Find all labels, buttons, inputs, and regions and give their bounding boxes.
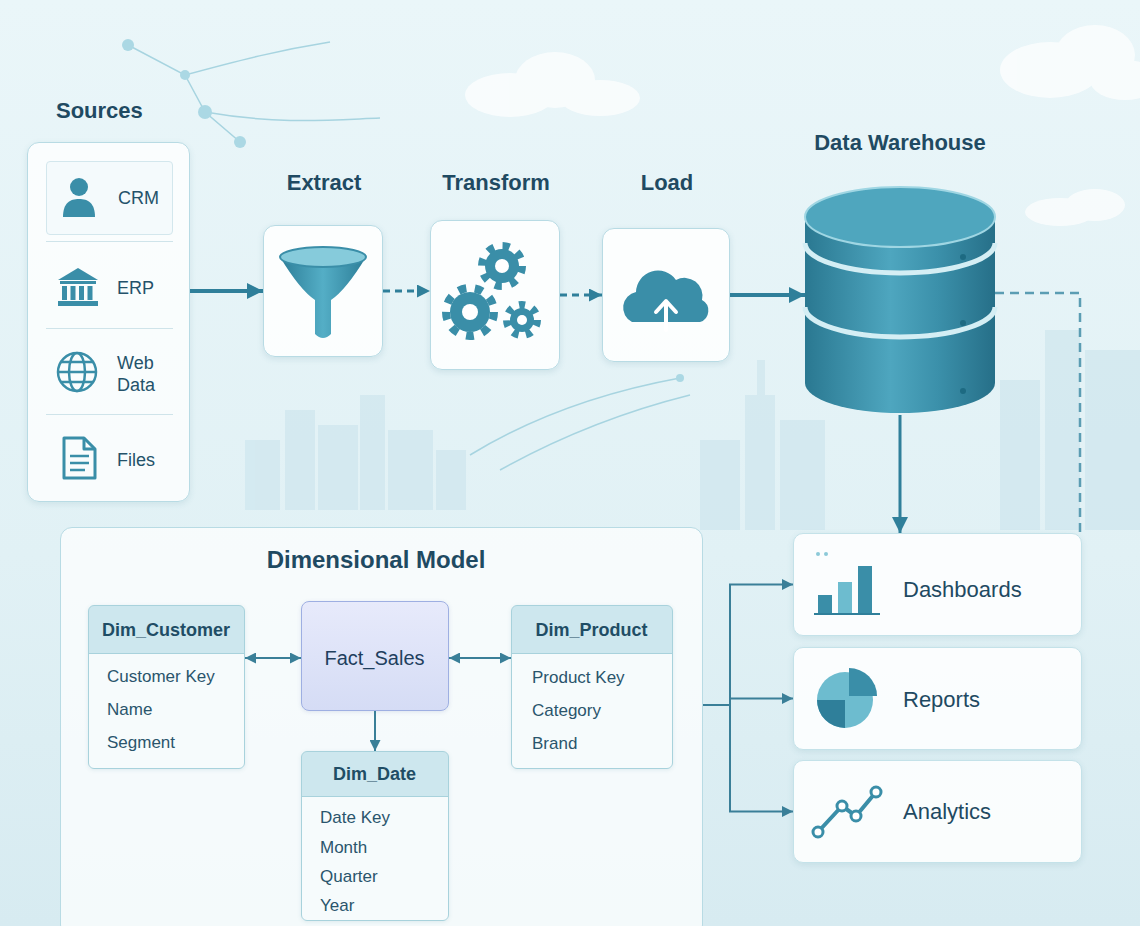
cloud: [1090, 60, 1140, 100]
network-dot: [122, 39, 684, 382]
network-dot: [180, 70, 190, 80]
dimension-table: Dim_DateDate KeyMonthQuarterYear: [301, 751, 449, 921]
network-dot: [198, 105, 212, 119]
skyline: [745, 395, 775, 530]
network-line: [185, 42, 330, 75]
process-box: Extract: [263, 225, 383, 357]
skyline: [436, 450, 466, 510]
flow-arrow: [899, 415, 902, 533]
network-dot: [234, 136, 246, 148]
cloud: [560, 80, 640, 116]
field-label: Segment: [107, 733, 242, 753]
node-label: Load: [577, 170, 757, 196]
node-label: Dashboards: [903, 577, 1078, 603]
node-label: Extract: [234, 170, 414, 196]
node-label: Analytics: [903, 799, 1078, 825]
cylinder-top: [805, 187, 995, 247]
cloud: [1000, 42, 1100, 98]
dashed-connector: [995, 293, 1080, 532]
node-label: Reports: [903, 687, 1078, 713]
dimension-table: Dim_CustomerCustomer KeyNameSegment: [88, 605, 245, 769]
node-label: Sources: [56, 98, 196, 124]
cylinder-dot: [960, 388, 966, 394]
network-line: [470, 378, 680, 455]
field-label: Date Key: [320, 808, 445, 828]
network-line: [128, 45, 240, 142]
model-panel: Dimensional ModelDim_CustomerCustomer Ke…: [60, 527, 703, 926]
cylinder-ring: [805, 307, 995, 337]
skyline: [360, 395, 385, 510]
flow-arrow: [190, 289, 263, 293]
skyline: [700, 440, 740, 530]
node-label: Dimensional Model: [61, 546, 691, 575]
cloud: [515, 52, 595, 108]
cylinder-dot: [960, 254, 966, 260]
process-box: Load: [602, 228, 730, 362]
skyline: [285, 410, 315, 510]
flow-arrow: [560, 294, 602, 297]
cloud: [465, 73, 555, 117]
field-label: Customer Key: [107, 667, 242, 687]
flow-arrow: [730, 293, 805, 297]
skyline: [1000, 380, 1040, 530]
field-label: Quarter: [320, 867, 445, 887]
skyline: [1085, 350, 1140, 530]
node-label: Web Data: [117, 353, 167, 396]
output-card: Analytics: [793, 760, 1082, 863]
source-item: Files: [46, 414, 173, 496]
branch-arrow: [703, 699, 793, 706]
skyline: [388, 430, 433, 510]
field-label: Year: [320, 896, 445, 916]
node-label: Files: [117, 450, 172, 472]
output-card: Reports: [793, 647, 1082, 750]
dimension-table: Dim_ProductProduct KeyCategoryBrand: [511, 605, 673, 769]
source-panel: SourcesCRMERPWeb DataFiles: [27, 142, 190, 502]
node-label: Transform: [406, 170, 586, 196]
node-label: Dim_Date: [302, 764, 447, 786]
flow-arrow: [383, 290, 430, 293]
node-label: Dim_Product: [512, 620, 671, 642]
field-label: Brand: [532, 734, 670, 754]
field-label: Category: [532, 701, 670, 721]
output-card: Dashboards: [793, 533, 1082, 636]
cylinder-dot: [960, 320, 966, 326]
fact-table: Fact_Sales: [301, 601, 449, 711]
source-item: CRM: [46, 161, 173, 235]
node-label: ERP: [117, 278, 172, 300]
skyline: [780, 420, 825, 530]
cylinder-outline: [805, 185, 995, 415]
network-dot: [676, 374, 684, 382]
node-label: Data Warehouse: [775, 130, 1025, 156]
source-item: Web Data: [46, 328, 173, 414]
cloud: [1055, 25, 1135, 85]
network-line: [500, 395, 690, 470]
branch-arrow: [703, 705, 793, 812]
field-label: Product Key: [532, 668, 670, 688]
source-item: ERP: [46, 241, 173, 328]
field-label: Month: [320, 838, 445, 858]
cloud: [1065, 189, 1125, 221]
skyline: [318, 425, 358, 510]
cloud: [465, 25, 1140, 226]
node-label: Dim_Customer: [89, 620, 243, 642]
node-label: CRM: [118, 188, 173, 210]
cloud: [1025, 198, 1095, 226]
network-dot: [122, 39, 134, 51]
process-box: Transform: [430, 220, 560, 370]
field-label: Name: [107, 700, 242, 720]
skyline: [245, 440, 280, 510]
database-cylinder: Data Warehouse: [805, 185, 995, 415]
node-label: Fact_Sales: [302, 646, 447, 670]
skyline: [1045, 330, 1080, 530]
branch-arrow: [703, 585, 793, 706]
skyline: [757, 360, 765, 400]
network-line: [205, 112, 380, 121]
